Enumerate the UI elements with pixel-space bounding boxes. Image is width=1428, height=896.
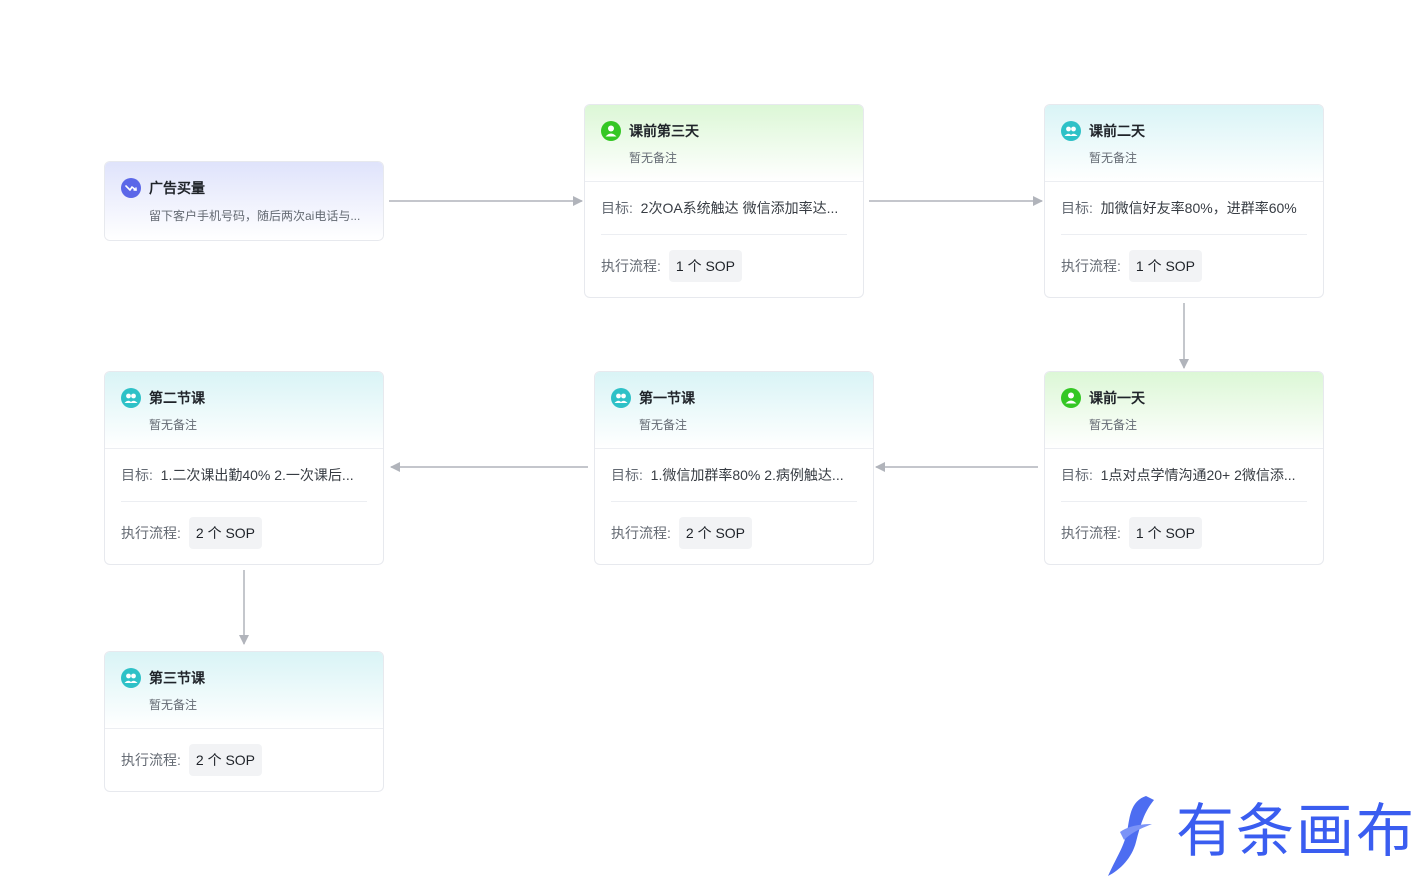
flow-label: 执行流程:	[611, 525, 671, 541]
logo-mark-icon	[1108, 796, 1154, 876]
goal-label: 目标:	[611, 467, 643, 483]
node-lesson2[interactable]: 第二节课 暂无备注 目标: 1.二次课出勤40% 2.一次课后... 执行流程:…	[104, 371, 384, 565]
node-day2[interactable]: 课前二天 暂无备注 目标: 加微信好友率80%，进群率60% 执行流程: 1 个 …	[1044, 104, 1324, 298]
user-icon	[601, 121, 621, 141]
node-ad[interactable]: 广告买量 留下客户手机号码，随后两次ai电话与...	[104, 161, 384, 241]
sop-badge[interactable]: 1 个 SOP	[1128, 250, 1203, 282]
flow-label: 执行流程:	[1061, 525, 1121, 541]
node-flow: 执行流程: 2 个 SOP	[121, 729, 367, 791]
users-icon	[121, 668, 141, 688]
sop-badge[interactable]: 1 个 SOP	[1128, 517, 1203, 549]
node-note: 暂无备注	[1089, 418, 1138, 432]
node-note: 留下客户手机号码，随后两次ai电话与...	[149, 209, 361, 223]
sop-badge[interactable]: 2 个 SOP	[188, 517, 263, 549]
flow-label: 执行流程:	[121, 752, 181, 768]
goal-label: 目标:	[1061, 200, 1093, 216]
flow-label: 执行流程:	[601, 258, 661, 274]
node-title: 广告买量	[149, 180, 205, 196]
goal-text: 1.微信加群率80% 2.病例触达...	[650, 467, 844, 483]
node-lesson3[interactable]: 第三节课 暂无备注 执行流程: 2 个 SOP	[104, 651, 384, 792]
goal-text: 加微信好友率80%，进群率60%	[1100, 200, 1297, 216]
node-note: 暂无备注	[639, 418, 688, 432]
sop-badge[interactable]: 2 个 SOP	[678, 517, 753, 549]
goal-label: 目标:	[1061, 467, 1093, 483]
node-lesson1[interactable]: 第一节课 暂无备注 目标: 1.微信加群率80% 2.病例触达... 执行流程:…	[594, 371, 874, 565]
node-title: 第三节课	[149, 670, 205, 686]
ad-traffic-icon	[121, 178, 141, 198]
flow-label: 执行流程:	[121, 525, 181, 541]
node-flow: 执行流程: 1 个 SOP	[601, 235, 847, 297]
users-icon	[121, 388, 141, 408]
node-flow: 执行流程: 1 个 SOP	[1061, 502, 1307, 564]
node-flow: 执行流程: 2 个 SOP	[121, 502, 367, 564]
node-day1[interactable]: 课前一天 暂无备注 目标: 1点对点学情沟通20+ 2微信添... 执行流程: 1…	[1044, 371, 1324, 565]
node-note: 暂无备注	[149, 418, 198, 432]
node-title: 课前第三天	[629, 123, 699, 139]
node-flow: 执行流程: 2 个 SOP	[611, 502, 857, 564]
node-flow: 执行流程: 1 个 SOP	[1061, 235, 1307, 297]
node-goal: 目标: 1.二次课出勤40% 2.一次课后...	[121, 449, 367, 502]
node-title: 课前一天	[1089, 390, 1145, 406]
node-title: 第二节课	[149, 390, 205, 406]
user-icon	[1061, 388, 1081, 408]
users-icon	[1061, 121, 1081, 141]
node-goal: 目标: 1.微信加群率80% 2.病例触达...	[611, 449, 857, 502]
node-note: 暂无备注	[1089, 151, 1138, 165]
goal-text: 1点对点学情沟通20+ 2微信添...	[1100, 467, 1296, 483]
logo: 有条画布	[1106, 792, 1428, 882]
goal-text: 2次OA系统触达 微信添加率达...	[640, 200, 839, 216]
goal-text: 1.二次课出勤40% 2.一次课后...	[160, 467, 354, 483]
node-title: 第一节课	[639, 390, 695, 406]
users-icon	[611, 388, 631, 408]
flow-label: 执行流程:	[1061, 258, 1121, 274]
sop-badge[interactable]: 1 个 SOP	[668, 250, 743, 282]
goal-label: 目标:	[121, 467, 153, 483]
goal-label: 目标:	[601, 200, 633, 216]
node-note: 暂无备注	[629, 151, 678, 165]
node-goal: 目标: 2次OA系统触达 微信添加率达...	[601, 182, 847, 235]
node-goal: 目标: 加微信好友率80%，进群率60%	[1061, 182, 1307, 235]
sop-badge[interactable]: 2 个 SOP	[188, 744, 263, 776]
node-goal: 目标: 1点对点学情沟通20+ 2微信添...	[1061, 449, 1307, 502]
node-title: 课前二天	[1089, 123, 1145, 139]
node-day3[interactable]: 课前第三天 暂无备注 目标: 2次OA系统触达 微信添加率达... 执行流程: 1…	[584, 104, 864, 298]
node-note: 暂无备注	[149, 698, 198, 712]
logo-text: 有条画布	[1176, 799, 1417, 864]
